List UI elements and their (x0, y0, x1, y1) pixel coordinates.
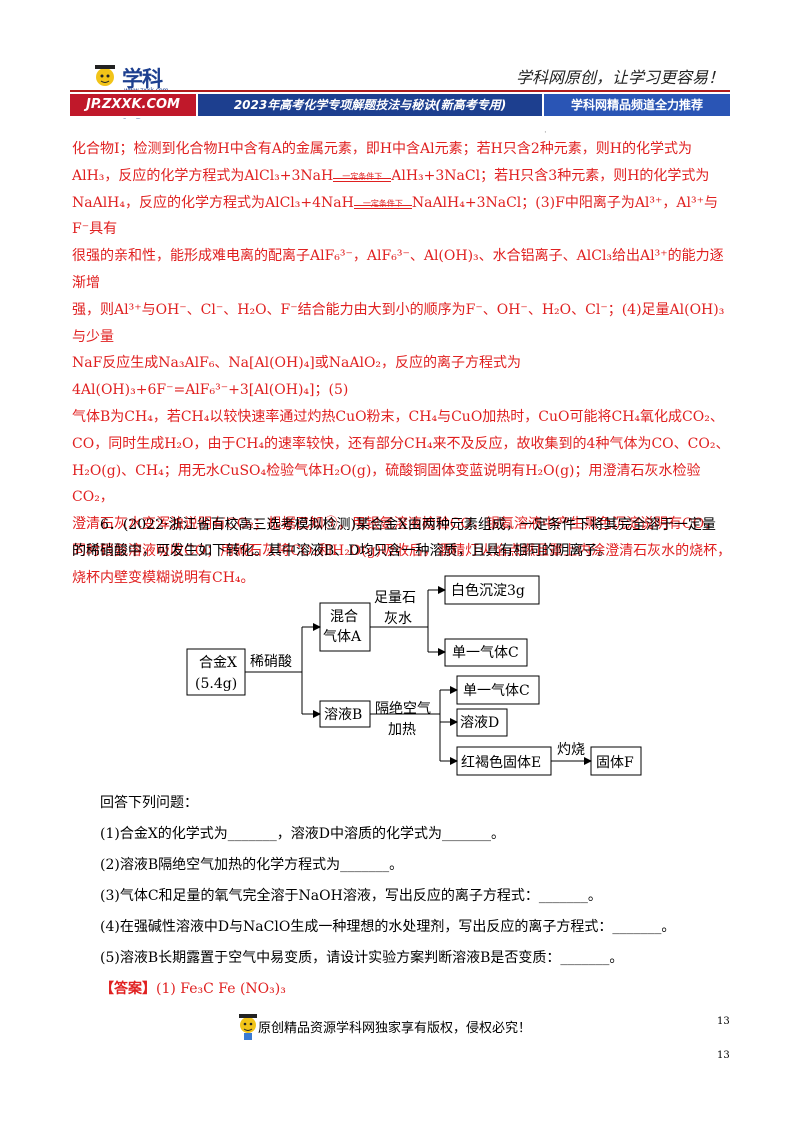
answer-line: 烧杯内壁变模糊说明有CH₄。 (72, 569, 255, 586)
page-header: 学科网 www.zxxk.com 学科网原创，让学习更容易！ JP.ZXXK.C… (70, 52, 730, 121)
mascot-icon (239, 1014, 257, 1040)
dot-mark: · (544, 128, 547, 138)
condition-label: 一定条件下 (342, 171, 383, 181)
label-limewater-1: 足量石 (374, 590, 416, 606)
reaction-condition: 一定条件下 (353, 196, 412, 210)
series-title: 2023年高考化学专项解题技法与秘诀(新高考专用) (198, 94, 542, 116)
label-isolate-1: 隔绝空气 (375, 701, 431, 717)
answer-text: (1) Fe₃C Fe (NO₃)₃ (156, 981, 286, 997)
box-solid-f (590, 746, 642, 776)
label-brown-solid: 红褐色固体E (461, 754, 541, 771)
label-single-gas-c1: 单一气体C (452, 645, 519, 661)
answer-line: H₂O(g)、CH₄；用无水CuSO₄检验气体H₂O(g)，硫酸铜固体变蓝说明有… (72, 462, 701, 506)
box-single-gas-c1 (444, 638, 528, 667)
answer-line: CO，同时生成H₂O，由于CH₄的速率较快，还有部分CH₄来不及反应，故收集到的… (72, 435, 730, 452)
label-ignite: 灼烧 (557, 742, 585, 758)
answer-line: 强，则Al³⁺与OH⁻、Cl⁻、H₂O、F⁻结合能力由大到小的顺序为F⁻、OH⁻… (72, 301, 725, 345)
condition-label: 一定条件下 (362, 198, 403, 208)
label-isolate-2: 加热 (388, 722, 416, 738)
answer-explanation: 化合物I；检测到化合物H中含有A的金属元素，即H中含Al元素；若H只含2种元素，… (72, 136, 732, 592)
stem-line: 的稀硝酸中，可发生如下转化。其中溶液B、D均只含一种溶质，且具有相同的阴离子。 (72, 543, 612, 559)
question-2: (2)溶液B隔绝空气加热的化学方程式为_______。 (100, 857, 404, 873)
questions-prompt: 回答下列问题： (100, 795, 198, 811)
mascot-icon (95, 65, 115, 86)
box-single-gas-c2 (456, 675, 540, 705)
label-sol-d: 溶液D (460, 715, 499, 731)
channel-label: 学科网精品频道全力推荐 (544, 94, 730, 116)
label-sol-b: 溶液B (324, 707, 362, 723)
answer-line-part: NaAlH₄+3NaCl；(3)F中阳离子为Al³⁺，Al³⁺与F⁻具有 (72, 194, 718, 238)
box-sol-b (319, 700, 371, 728)
label-gas-a-1: 混合 (330, 609, 358, 625)
answer-line: 澄清石灰水变浑浊说明有CO₂；根据已知③，用银氨溶液检验CO，银氨溶液中产生黑色… (72, 516, 719, 533)
zxxk-logo: 学科网 www.zxxk.com (90, 62, 180, 121)
page-number-bottom: 13 (717, 1050, 730, 1061)
label-gas-a-2: 气体A (323, 629, 362, 645)
label-acid: 稀硝酸 (250, 654, 292, 670)
answer-line: 很强的亲和性，能形成难电离的配离子AlF₆³⁻，AlF₆³⁻、Al(OH)₃、水… (72, 248, 724, 291)
problem-stem: 6．(2022·浙江省百校高三选考模拟检测)某合金X由两种元素组成，一定条件下将… (72, 512, 732, 564)
header-banner: JP.ZXXK.COM 2023年高考化学专项解题技法与秘诀(新高考专用) 学科… (70, 90, 730, 118)
answer-line-part: AlH₃，反应的化学方程式为AlCl₃+3NaH (72, 167, 334, 184)
stem-line: 6．(2022·浙江省百校高三选考模拟检测)某合金X由两种元素组成，一定条件下将… (100, 517, 716, 533)
footer-copyright: 原创精品资源学科网独家享有版权，侵权必究！ (258, 1021, 532, 1036)
answer-line: NaF反应生成Na₃AlF₆、Na[Al(OH)₄]或NaAlO₂，反应的离子方… (72, 355, 522, 399)
label-limewater-2: 灰水 (384, 611, 412, 627)
question-1: (1)合金X的化学式为_______，溶液D中溶质的化学式为_______。 (100, 826, 506, 842)
answer-line: 化合物I；检测到化合物H中含有A的金属元素，即H中含Al元素；若H只含2种元素，… (72, 141, 692, 157)
answer-line-part: AlH₃+3NaCl；若H只含3种元素，则H的化学式为 (391, 167, 710, 184)
site-label: JP.ZXXK.COM (70, 94, 196, 116)
box-alloy-x (186, 648, 246, 696)
question-4: (4)在强碱性溶液中D与NaClO生成一种理想的水处理剂，写出反应的离子方程式：… (100, 919, 676, 935)
label-alloy-mass: (5.4g) (195, 676, 237, 692)
label-alloy: 合金X (199, 655, 237, 671)
header-slogan: 学科网原创，让学习更容易！ (515, 68, 724, 87)
question-3: (3)气体C和足量的氧气完全溶于NaOH溶液，写出反应的离子方程式：______… (100, 888, 602, 904)
answer-line: AlH₃，反应的化学方程式为AlCl₃+3NaH 一定条件下 AlH₃+3NaCl；… (72, 163, 732, 190)
box-brown-solid (456, 746, 552, 776)
answer-line-part: NaAlH₄，反应的化学方程式为AlCl₃+4NaH (72, 194, 354, 211)
reaction-condition: 一定条件下 (333, 169, 392, 183)
answer-row: 【答案】(1) Fe₃C Fe (NO₃)₃ (72, 974, 732, 1005)
question-5: (5)溶液B长期露置于空气中易变质，请设计实验方案判断溶液B是否变质：_____… (100, 950, 624, 966)
answer-line: 同时银氨溶液吸收CO；用碱石灰将CO₂和H₂O(g)吸收后，酒精灯火焰点燃且罩上… (72, 542, 732, 559)
answer-tag: 【答案】 (100, 981, 156, 997)
question-list: 回答下列问题： (1)合金X的化学式为_______，溶液D中溶质的化学式为__… (72, 788, 732, 1005)
box-sol-d (456, 708, 508, 737)
answer-line: 气体B为CH₄，若CH₄以较快速率通过灼热CuO粉末，CH₄与CuO加热时，Cu… (72, 408, 724, 425)
box-gas-a (319, 602, 371, 652)
page-number-top: 13 (717, 1016, 730, 1027)
label-solid-f: 固体F (596, 755, 634, 771)
label-single-gas-c2: 单一气体C (463, 683, 530, 699)
